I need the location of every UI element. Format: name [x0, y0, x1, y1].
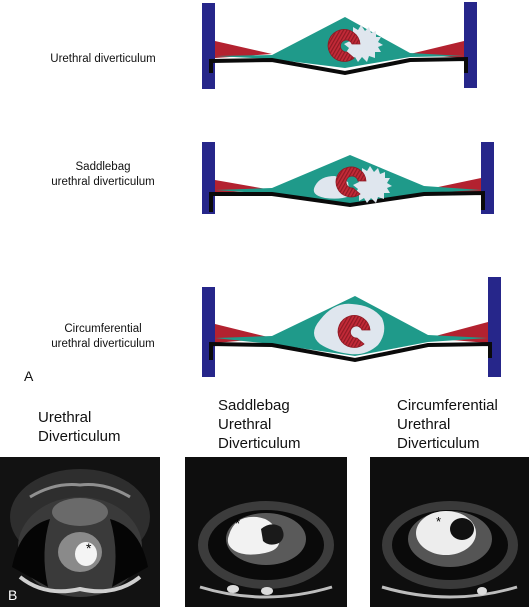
diagram-simple: [202, 2, 477, 89]
left-pillar: [202, 3, 215, 89]
mri-scan-2: [185, 457, 347, 607]
panel-a-letter: A: [24, 368, 34, 384]
urethra-ring: [337, 315, 371, 348]
mri-1-marker: *: [86, 540, 92, 556]
diagram-circumferential: [202, 277, 501, 377]
mri-image-saddlebag: *: [185, 457, 347, 607]
mri-image-circumferential: *: [370, 457, 529, 607]
urethra-ring: [327, 29, 361, 62]
mri-caption-2: Saddlebag Urethral Diverticulum: [218, 397, 301, 452]
left-pillar: [202, 287, 215, 377]
mri-image-urethral: * B: [0, 457, 160, 607]
urethral-diverticulum-diagrams: [202, 2, 501, 377]
support-line: [209, 190, 485, 212]
diagram-2-label: Saddlebag urethral diverticulum: [51, 161, 155, 188]
support-line: [209, 341, 492, 363]
right-pillar: [488, 277, 501, 377]
left-pillar: [202, 142, 215, 214]
mri-scan-1: [0, 457, 160, 607]
mri-2-marker: *: [235, 516, 241, 531]
mri-scan-3: [370, 457, 529, 607]
right-pillar: [464, 2, 477, 88]
diagram-3-label: Circumferential urethral diverticulum: [51, 323, 155, 350]
mri-caption-1: Urethral Diverticulum: [38, 409, 121, 445]
panel-b-letter: B: [8, 587, 18, 603]
tissue-layer: [215, 155, 481, 204]
left-red-wedge: [215, 41, 272, 58]
support-line: [209, 56, 468, 76]
diagram-1-label: Urethral diverticulum: [50, 53, 156, 65]
mri-caption-3: Circumferential Urethral Diverticulum: [397, 397, 498, 452]
mri-3-marker: *: [436, 514, 442, 529]
urethra-ring: [335, 166, 367, 198]
diagram-saddlebag: [202, 142, 494, 214]
